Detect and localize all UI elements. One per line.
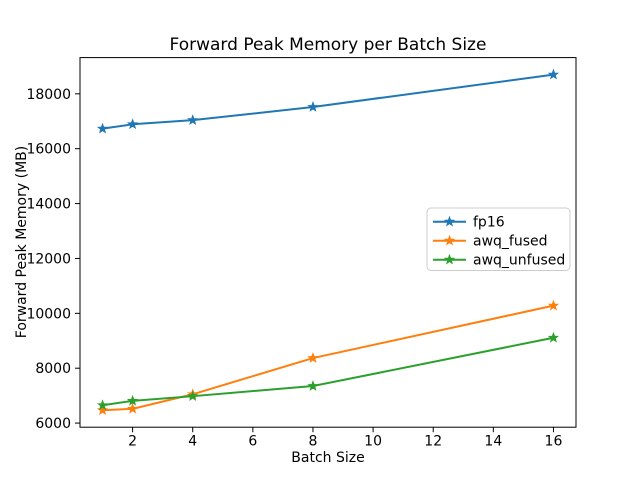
data-point-awq_fused-2 bbox=[126, 402, 139, 414]
x-tick-label: 2 bbox=[128, 434, 137, 450]
y-tick-label: 14000 bbox=[26, 197, 71, 213]
x-tick-label: 6 bbox=[248, 434, 257, 450]
y-tick-label: 6000 bbox=[35, 416, 71, 432]
legend-label-awq_fused: awq_fused bbox=[473, 234, 548, 250]
data-point-fp16-2 bbox=[126, 118, 139, 130]
data-point-fp16-1 bbox=[96, 122, 109, 134]
data-point-awq_unfused-2 bbox=[126, 394, 139, 406]
plot-area: 2 4 6 8 10 12 14 16 6000 8000 10000 12000 14000 16000… bbox=[26, 57, 577, 450]
legend-box bbox=[426, 207, 571, 271]
plot-frame bbox=[79, 57, 577, 428]
x-tick-label: 14 bbox=[484, 434, 502, 450]
y-tick-label: 8000 bbox=[35, 361, 71, 377]
y-tick-label: 12000 bbox=[26, 251, 71, 267]
y-tick-label: 16000 bbox=[26, 142, 71, 158]
x-tick-label: 12 bbox=[424, 434, 442, 450]
data-point-awq_unfused-16 bbox=[547, 331, 560, 343]
legend-marker-awq_unfused bbox=[443, 253, 456, 265]
x-tick-label: 4 bbox=[188, 434, 197, 450]
data-point-awq_fused-1 bbox=[96, 404, 109, 416]
data-point-awq_unfused-4 bbox=[187, 390, 199, 402]
x-axis-label: Batch Size bbox=[291, 450, 364, 466]
data-point-awq_fused-16 bbox=[547, 299, 560, 311]
x-tick-label: 16 bbox=[545, 434, 563, 450]
data-point-awq_unfused-8 bbox=[307, 380, 319, 391]
data-point-fp16-16 bbox=[547, 68, 560, 80]
data-point-awq_unfused-1 bbox=[96, 399, 109, 411]
y-axis-label: Forward Peak Memory (MB) bbox=[14, 146, 30, 338]
data-point-fp16-8 bbox=[307, 101, 319, 112]
data-point-fp16-4 bbox=[187, 114, 199, 125]
data-point-awq_fused-8 bbox=[307, 352, 319, 363]
legend-label-awq_unfused: awq_unfused bbox=[473, 253, 565, 269]
series-line-awq_fused bbox=[101, 304, 555, 412]
y-tick-label: 10000 bbox=[26, 306, 71, 322]
y-tick-label: 18000 bbox=[26, 87, 71, 103]
x-tick-label: 8 bbox=[309, 434, 318, 450]
x-tick-label: 10 bbox=[364, 434, 382, 450]
legend-marker-awq_fused bbox=[443, 234, 456, 246]
series-line-fp16 bbox=[101, 73, 555, 130]
legend-marker-fp16 bbox=[443, 215, 456, 227]
legend-label-fp16: fp16 bbox=[473, 215, 505, 231]
chart-title: Forward Peak Memory per Batch Size bbox=[170, 35, 487, 55]
series-line-awq_unfused bbox=[101, 336, 555, 407]
